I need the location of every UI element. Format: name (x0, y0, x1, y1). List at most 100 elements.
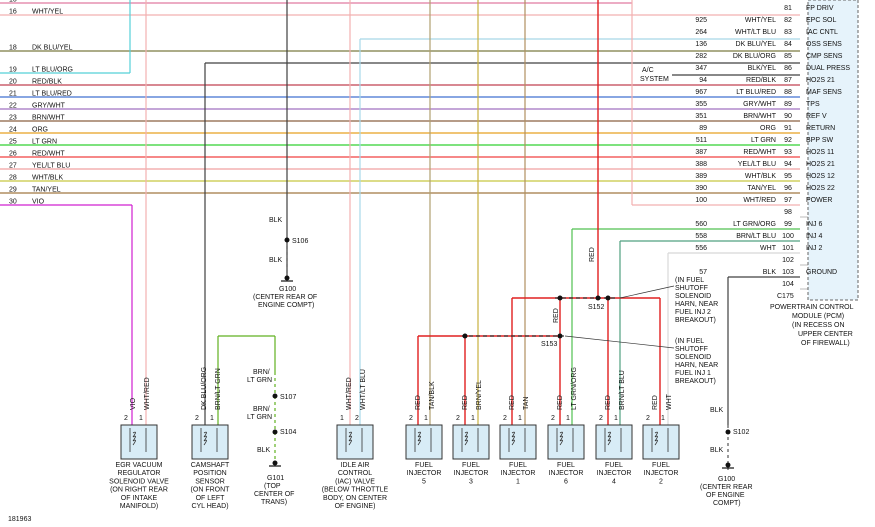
pcm-pin-name-87: HO2S 21 (806, 77, 835, 84)
ground-symbols (269, 275, 734, 469)
pcm-wire-99: LT GRN/ORG (733, 221, 776, 228)
coil-lead-4 (461, 428, 479, 452)
pcm-box (807, 0, 859, 301)
component-label-4-3: 3 (469, 478, 473, 485)
pcm-pin-name-100: INJ 4 (806, 233, 822, 240)
wire-label-30: VIO (32, 199, 45, 206)
wire-pin-30: 30 (9, 199, 17, 206)
wire-label-27: YEL/LT BLU (32, 163, 70, 170)
component-label-7-3: 4 (612, 478, 616, 485)
wire-pin-19: 19 (9, 67, 17, 74)
s152-label: S152 (588, 304, 604, 311)
component-label-3-1: FUEL (415, 462, 433, 469)
component-pin-b-7: 1 (614, 415, 618, 422)
pcm-circuit-84: 136 (695, 41, 707, 48)
pcm-pin-name-97: POWER (806, 197, 832, 204)
coil-4 (461, 428, 479, 452)
pcm-wire-91: ORG (760, 125, 776, 132)
component-label-0-2: REGULATOR (118, 470, 161, 477)
wire-pin-25: 25 (9, 139, 17, 146)
pcm-pin-83: 83 (784, 29, 792, 36)
pcm-pin-92: 92 (784, 137, 792, 144)
component-label-0-4: (ON RIGHT REAR (110, 487, 168, 494)
pcm-wire-94: YEL/LT BLU (738, 161, 776, 168)
splice-dots (272, 237, 731, 435)
pcm-wire-93: RED/WHT (743, 149, 776, 156)
pcm-pin-88: 88 (784, 89, 792, 96)
component-wire-b-8: WHT (666, 393, 673, 410)
pcm-pin-96: 96 (784, 185, 792, 192)
component-label-4-2: INJECTOR (454, 470, 489, 477)
component-wire-b-1: BRN/LT GRN (215, 368, 222, 410)
wire-label-21: LT BLU/RED (32, 91, 72, 98)
pcm-pin-name-99: INJ 6 (806, 221, 822, 228)
s152-note-2: SHUTOFF (675, 285, 708, 292)
pcm-wire-84: DK BLU/YEL (736, 41, 777, 48)
s152-note-3: SOLENOID (675, 293, 711, 300)
pcm-pin-name-101: INJ 2 (806, 245, 822, 252)
coil-winding-2 (348, 431, 352, 446)
component-label-8-3: 2 (659, 478, 663, 485)
s153-note-3: SOLENOID (675, 354, 711, 361)
pcm-pin-89: 89 (784, 101, 792, 108)
pcm-circuit-85: 282 (695, 53, 707, 60)
wire-pin-22: 22 (9, 103, 17, 110)
coil-winding-7 (607, 431, 611, 446)
g101-label: G101 (267, 475, 284, 482)
coil-lead-6 (556, 428, 574, 452)
pcm-circuit-101: 556 (695, 245, 707, 252)
s106-wire-label: BLK (269, 217, 283, 224)
pcm-pin-name-84: OSS SENS (806, 41, 842, 48)
component-label-7-1: FUEL (605, 462, 623, 469)
component-label-1-1: CAMSHAFT (191, 462, 230, 469)
component-pin-b-3: 1 (424, 415, 428, 422)
pcm-pin-99: 99 (784, 221, 792, 228)
coil-lead-1 (200, 428, 218, 452)
coil-8 (651, 428, 669, 452)
coil-2 (345, 428, 363, 452)
pcm-pin-name-82: EPC SOL (806, 17, 836, 24)
pcm-circuit-89: 355 (695, 101, 707, 108)
g100b-label: G100 (718, 476, 735, 483)
component-label-2-6: OF ENGINE) (335, 503, 376, 510)
s104-wire-label-1: BRN/ (253, 406, 270, 413)
g101-loc-1: (TOP (264, 483, 281, 490)
wire-label-24: ORG (32, 127, 48, 134)
component-label-0-5: OF INTAKE (121, 495, 158, 502)
pcm-circuit-87: 94 (699, 77, 707, 84)
wire-pin-20: 20 (9, 79, 17, 86)
pcm-circuit-100: 558 (695, 233, 707, 240)
coil-0 (129, 428, 147, 452)
component-wire-b-5: TAN (523, 397, 530, 410)
coil-lead-2 (345, 428, 363, 452)
component-pin-a-2: 1 (340, 415, 344, 422)
pcm-pin-name-86: DUAL PRESS (806, 65, 850, 72)
component-label-1-2: POSITION (193, 470, 226, 477)
s153-note-2: SHUTOFF (675, 346, 708, 353)
s153-label: S153 (541, 341, 557, 348)
component-label-4-1: FUEL (462, 462, 480, 469)
s153-note-5: FUEL INJ 1 (675, 370, 711, 377)
pcm-circuit-95: 389 (695, 173, 707, 180)
s102-label: S102 (733, 429, 749, 436)
coil-lead-3 (414, 428, 432, 452)
pcm-wire-95: WHT/BLK (745, 173, 776, 180)
component-label-7-2: INJECTOR (597, 470, 632, 477)
component-wire-a-0: VIO (130, 397, 137, 410)
component-wire-b-7: BRN/LT BLU (619, 370, 626, 410)
component-pin-b-2: 2 (355, 415, 359, 422)
component-wire-b-4: BRN/YEL (476, 380, 483, 410)
pcm-pin-name-81: FP DRIV (806, 5, 834, 12)
pcm-wire-87: RED/BLK (746, 77, 776, 84)
component-wire-a-3: RED (415, 395, 422, 410)
pcm-pin-102: 102 (782, 257, 794, 264)
wire-pin-27: 27 (9, 163, 17, 170)
ac-system-label-2: SYSTEM (640, 76, 669, 83)
s104-label: S104 (280, 429, 296, 436)
wire-label-29: TAN/YEL (32, 187, 61, 194)
component-label-6-3: 6 (564, 478, 568, 485)
pcm-circuit-91: 89 (699, 125, 707, 132)
component-label-3-2: INJECTOR (407, 470, 442, 477)
pcm-pin-name-95: HO2S 12 (806, 173, 835, 180)
g100a-loc-2: ENGINE COMPT) (258, 302, 314, 309)
